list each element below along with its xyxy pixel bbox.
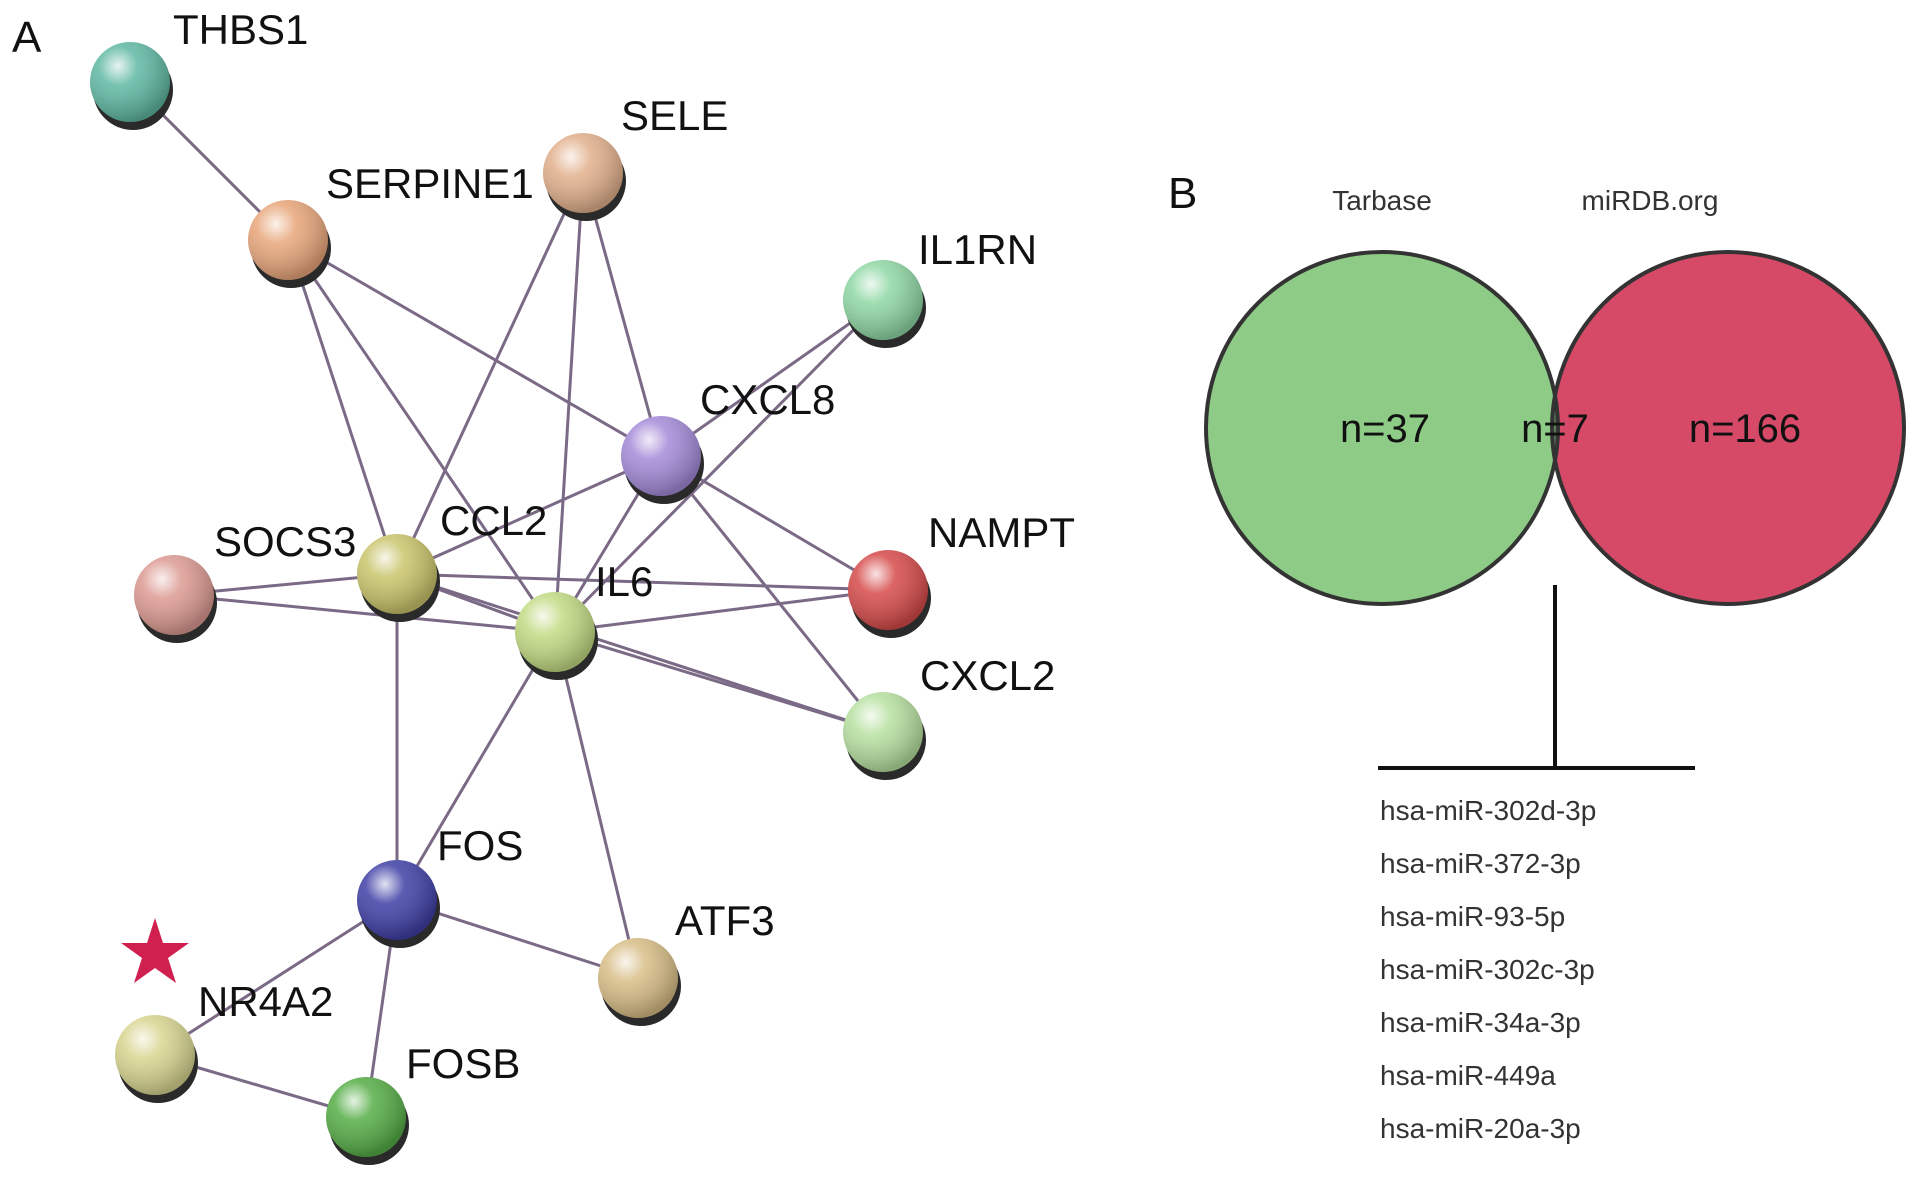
mirna-item: hsa-miR-449a <box>1380 1060 1556 1091</box>
node-label-atf3: ATF3 <box>675 897 775 944</box>
node-nampt <box>848 550 931 638</box>
edge-ccl2-cxcl2 <box>396 572 884 734</box>
node-socs3 <box>134 555 217 643</box>
node-label-cxcl8: CXCL8 <box>700 376 835 423</box>
edge-ccl2-nampt <box>396 572 889 592</box>
node-atf3 <box>598 938 681 1026</box>
edge-cxcl8-cxcl2 <box>659 455 885 733</box>
venn-outline-tarbase <box>1204 250 1560 606</box>
edge-fos-nr4a2 <box>154 898 398 1057</box>
set-title-mirdb: miRDB.org <box>1582 185 1719 216</box>
panel-a-letter: A <box>12 13 42 62</box>
node-highlight <box>357 534 437 614</box>
node-cxcl8 <box>621 416 704 504</box>
network-edges <box>128 80 889 1119</box>
mirna-item: hsa-miR-20a-3p <box>1380 1113 1581 1144</box>
panel-b: B Tarbase miRDB.org n=37 n=7 n=166 hsa-m… <box>1168 169 1906 1144</box>
node-label-il1rn: IL1RN <box>918 226 1037 273</box>
node-highlight <box>115 1015 195 1095</box>
node-cxcl2 <box>843 692 926 780</box>
edge-sele-il6 <box>553 172 585 633</box>
star-icon <box>121 918 189 983</box>
count-mirdb-only: n=166 <box>1689 407 1801 451</box>
set-title-tarbase: Tarbase <box>1332 185 1432 216</box>
venn-circle-tarbase <box>1206 252 1558 604</box>
node-highlight <box>598 938 678 1018</box>
node-label-ccl2: CCL2 <box>440 497 547 544</box>
node-label-nampt: NAMPT <box>928 509 1075 556</box>
mirna-item: hsa-miR-34a-3p <box>1380 1007 1581 1038</box>
node-sele <box>543 133 626 221</box>
edge-il1rn-il6 <box>553 298 885 634</box>
node-label-fos: FOS <box>437 822 523 869</box>
node-label-sele: SELE <box>621 92 728 139</box>
edge-serpine1-cxcl8 <box>287 238 662 458</box>
count-overlap: n=7 <box>1521 407 1589 451</box>
node-highlight <box>843 692 923 772</box>
edge-serpine1-il6 <box>286 239 557 633</box>
mirna-item: hsa-miR-372-3p <box>1380 848 1581 879</box>
edge-socs3-il6 <box>173 593 556 634</box>
edge-sele-ccl2 <box>395 172 585 575</box>
network-nodes <box>90 42 931 1165</box>
node-highlight <box>248 200 328 280</box>
node-highlight <box>134 555 214 635</box>
mirna-item: hsa-miR-302c-3p <box>1380 954 1595 985</box>
node-highlight <box>621 416 701 496</box>
node-label-fosb: FOSB <box>406 1040 520 1087</box>
node-highlight <box>357 860 437 940</box>
venn-circle-mirdb <box>1552 252 1904 604</box>
node-highlight <box>326 1077 406 1157</box>
node-label-thbs1: THBS1 <box>173 6 308 53</box>
mirna-item: hsa-miR-93-5p <box>1380 901 1565 932</box>
node-highlight <box>543 133 623 213</box>
node-fosb <box>326 1077 409 1165</box>
node-serpine1 <box>248 200 331 288</box>
venn-outline-mirdb <box>1550 250 1906 606</box>
node-il1rn <box>843 260 926 348</box>
node-highlight <box>848 550 928 630</box>
edge-il6-atf3 <box>553 631 640 979</box>
count-tarbase-only: n=37 <box>1340 407 1430 451</box>
edge-serpine1-ccl2 <box>286 239 399 575</box>
node-label-socs3: SOCS3 <box>214 518 356 565</box>
node-nr4a2 <box>115 1015 198 1103</box>
node-label-nr4a2: NR4A2 <box>198 978 333 1025</box>
node-label-cxcl2: CXCL2 <box>920 652 1055 699</box>
node-fos <box>357 860 440 948</box>
node-label-serpine1: SERPINE1 <box>326 160 534 207</box>
node-il6 <box>515 592 598 680</box>
mirna-item: hsa-miR-302d-3p <box>1380 795 1596 826</box>
edge-sele-cxcl8 <box>581 172 663 457</box>
node-highlight <box>515 592 595 672</box>
node-label-il6: IL6 <box>595 558 653 605</box>
edge-cxcl8-ccl2 <box>396 454 662 576</box>
edge-il6-cxcl2 <box>554 630 884 734</box>
node-ccl2 <box>357 534 440 622</box>
edge-il6-fos <box>395 631 557 901</box>
edge-il1rn-cxcl8 <box>660 298 884 458</box>
node-highlight <box>843 260 923 340</box>
panel-b-letter: B <box>1168 169 1197 218</box>
edge-il6-nampt <box>554 588 889 634</box>
node-thbs1 <box>90 42 173 130</box>
overlap-mirna-list: hsa-miR-302d-3p hsa-miR-372-3p hsa-miR-93-… <box>1380 795 1596 1144</box>
node-highlight <box>90 42 170 122</box>
